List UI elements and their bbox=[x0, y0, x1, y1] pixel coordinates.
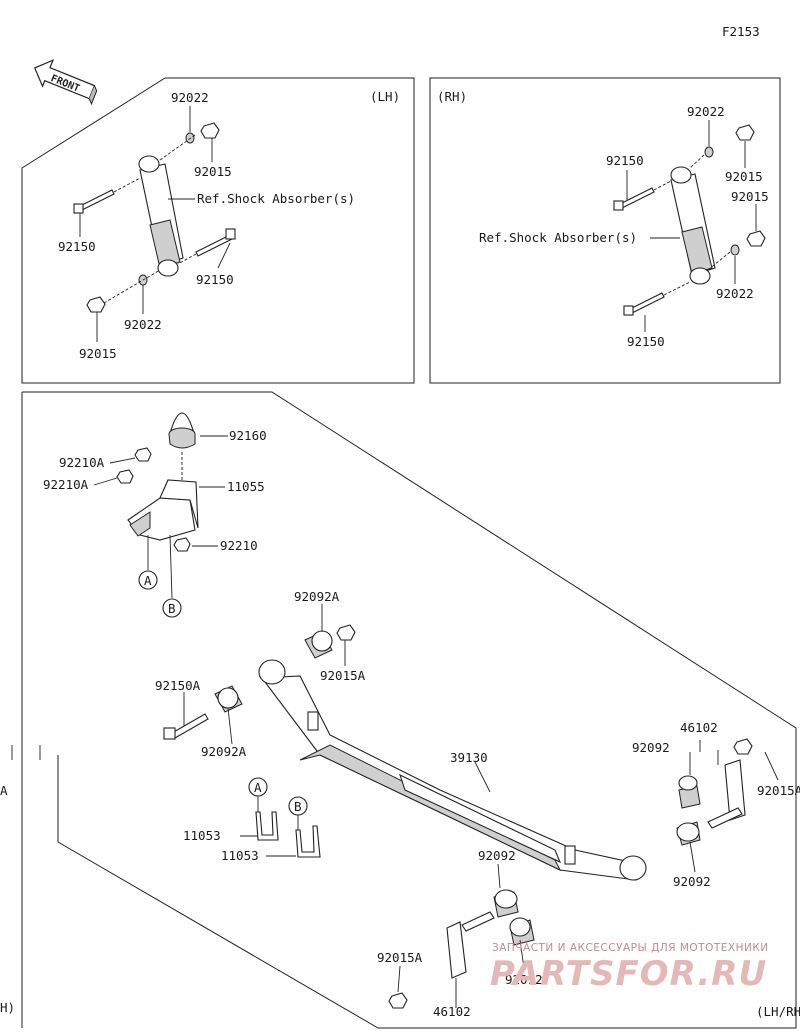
rh-label-92015-b: 92015 bbox=[731, 189, 769, 204]
label-92210: 92210 bbox=[220, 538, 258, 553]
rh-shock-absorber bbox=[670, 166, 716, 285]
bump-stop-92160 bbox=[168, 412, 196, 449]
leaf-spring-39130 bbox=[258, 659, 647, 881]
label-92092-bottom: 92092 bbox=[505, 972, 543, 987]
watermark-line2: PARTSFOR.RU bbox=[490, 954, 767, 994]
lh-shock-absorber bbox=[138, 155, 184, 277]
rh-panel-title: (RH) bbox=[437, 89, 467, 104]
label-39130: 39130 bbox=[450, 750, 488, 765]
rh-panel-frame bbox=[429, 77, 781, 384]
left-edge-h: H) bbox=[0, 1000, 15, 1015]
rh-nut-92015-mid bbox=[746, 230, 766, 247]
front-arrow-icon: FRONT bbox=[33, 59, 98, 106]
bushing-92092-right-top bbox=[678, 775, 701, 809]
rh-label-92150-bottom: 92150 bbox=[627, 334, 665, 349]
watermark-line1: ЗАПЧАСТИ И АКСЕССУАРЫ ДЛЯ МОТОТЕХНИКИ bbox=[492, 942, 769, 954]
u-bolt-callout-b-letter: B bbox=[294, 799, 302, 814]
bushing-92092-bottom bbox=[509, 917, 535, 946]
rh-label-92022-bottom: 92022 bbox=[716, 286, 754, 301]
rh-washer-92022-top bbox=[704, 146, 714, 158]
bottom-right-title: (LH/RH) bbox=[756, 1004, 800, 1019]
lh-label-ref: Ref.Shock Absorber(s) bbox=[197, 191, 355, 206]
figure-code: F2153 bbox=[722, 24, 760, 39]
callout-b-circle bbox=[162, 598, 182, 618]
rh-label-92150-top: 92150 bbox=[606, 153, 644, 168]
lh-panel-title: (LH) bbox=[370, 89, 400, 104]
lh-label-92015-top: 92015 bbox=[194, 164, 232, 179]
label-92092-mid: 92092 bbox=[478, 848, 516, 863]
callout-b-letter: B bbox=[168, 601, 176, 616]
u-bolt-11053-b bbox=[295, 825, 321, 858]
label-92092A-bottom: 92092A bbox=[201, 744, 247, 759]
callout-a-letter: A bbox=[144, 573, 152, 588]
label-92015A-bottom: 92015A bbox=[377, 950, 423, 965]
lh-nut-92015-bottom bbox=[86, 296, 106, 313]
lh-washer-92022-top bbox=[185, 132, 195, 144]
lh-label-92150-left: 92150 bbox=[58, 239, 96, 254]
label-46102-top: 46102 bbox=[680, 720, 718, 735]
bushing-92092-right-bottom bbox=[676, 821, 701, 846]
label-92015A-top: 92015A bbox=[320, 668, 366, 683]
rh-label-ref: Ref.Shock Absorber(s) bbox=[479, 230, 637, 245]
bushing-92092A-top bbox=[304, 630, 333, 659]
lh-panel-frame bbox=[21, 77, 415, 384]
label-92015A-right: 92015A bbox=[757, 783, 800, 798]
label-92160: 92160 bbox=[229, 428, 267, 443]
bushing-92092A-bottom bbox=[214, 685, 243, 713]
label-92092-right-bottom: 92092 bbox=[673, 874, 711, 889]
u-bolt-callout-a-letter: A bbox=[254, 780, 262, 795]
label-11053-a: 11053 bbox=[183, 828, 221, 843]
nut-92015A-top bbox=[336, 624, 356, 641]
label-46102-bottom: 46102 bbox=[433, 1004, 471, 1019]
nut-92015A-right bbox=[733, 738, 753, 755]
rh-label-92015-a: 92015 bbox=[725, 169, 763, 184]
lh-label-92022-top: 92022 bbox=[171, 90, 209, 105]
nut-92210A-2 bbox=[116, 469, 134, 484]
nut-92015A-bottom bbox=[388, 992, 408, 1009]
callout-a-circle bbox=[138, 570, 158, 590]
label-92210A-2: 92210A bbox=[43, 477, 89, 492]
u-bolt-11053-a bbox=[255, 811, 279, 841]
label-92210A-1: 92210A bbox=[59, 455, 105, 470]
lh-label-92150-right: 92150 bbox=[196, 272, 234, 287]
rh-label-92022-top: 92022 bbox=[687, 104, 725, 119]
main-panel-frame bbox=[22, 391, 797, 1029]
label-11053-b: 11053 bbox=[221, 848, 259, 863]
lh-label-92022-bottom: 92022 bbox=[124, 317, 162, 332]
bushing-92092-mid bbox=[493, 889, 519, 918]
lh-label-92015-bottom: 92015 bbox=[79, 346, 117, 361]
lh-nut-92015-top bbox=[200, 122, 220, 139]
label-92150A: 92150A bbox=[155, 678, 201, 693]
shackle-46102-top bbox=[707, 759, 746, 829]
nut-92210A-1 bbox=[134, 447, 152, 462]
left-edge-a: A bbox=[0, 783, 8, 798]
label-92092-right-top: 92092 bbox=[632, 740, 670, 755]
label-92092A-top: 92092A bbox=[294, 589, 340, 604]
shackle-46102-bottom bbox=[446, 911, 495, 979]
bracket-11055 bbox=[127, 479, 199, 541]
label-11055: 11055 bbox=[227, 479, 265, 494]
nut-92210 bbox=[173, 537, 191, 552]
rh-washer-92022-bottom bbox=[730, 244, 740, 256]
rh-nut-92015-top bbox=[735, 124, 755, 141]
bolt-92150A bbox=[171, 713, 209, 739]
